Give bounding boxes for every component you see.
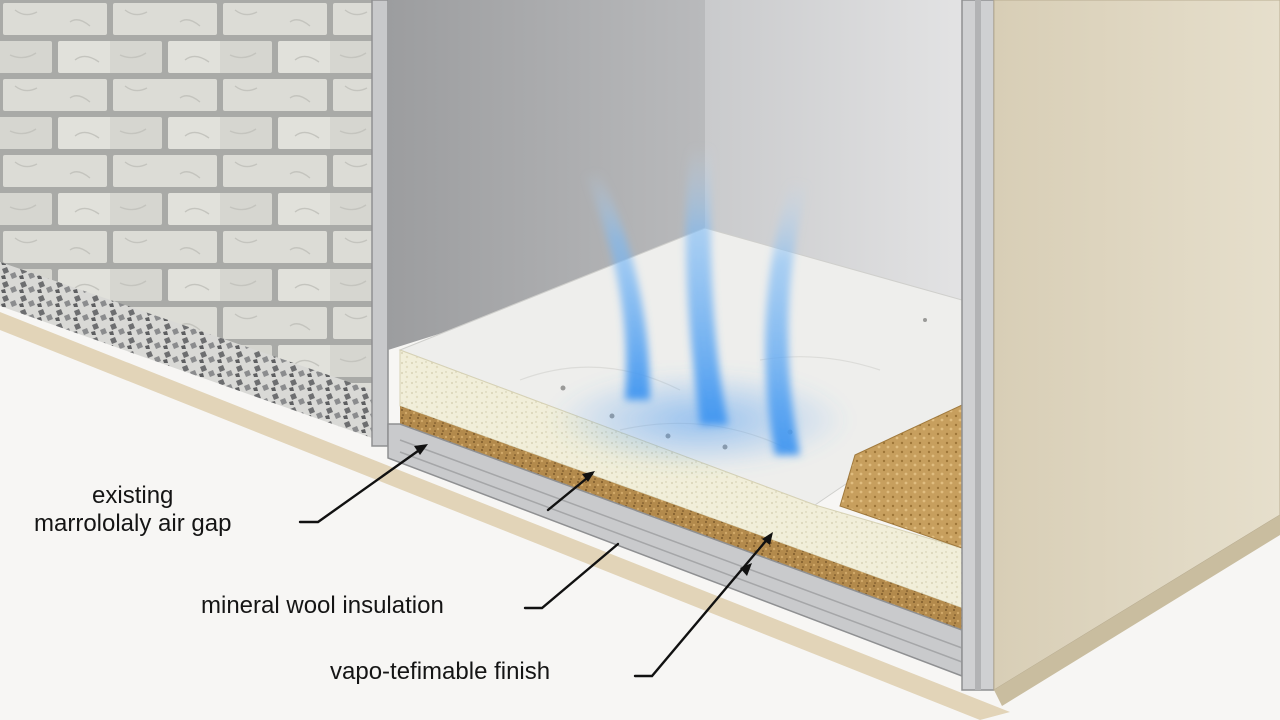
label-mineral-wool: mineral wool insulation xyxy=(201,592,444,619)
finish-board xyxy=(993,0,1280,691)
cavity-side-wall xyxy=(705,0,965,300)
arrowhead-finish-upper xyxy=(762,532,773,545)
gravel-band xyxy=(0,262,372,438)
arrowhead-air-gap xyxy=(414,444,428,455)
label-air-gap-line1: existing xyxy=(92,482,174,509)
air-wisp-3 xyxy=(765,180,808,455)
label-existing-air-gap: existing marrololaly air gap xyxy=(34,482,231,538)
ground-strip xyxy=(0,312,1010,720)
label-finish: vapo-tefimable finish xyxy=(330,658,551,685)
arrowhead-finish-lower xyxy=(740,563,752,576)
cork-layer xyxy=(400,406,962,630)
leader-mineral-wool xyxy=(546,472,594,512)
leader-lines xyxy=(298,444,772,678)
frame-post-left xyxy=(371,0,389,447)
air-wisp-1 xyxy=(585,170,650,400)
leader-mineral-wool-lower xyxy=(523,542,620,610)
label-air-gap-line2: marrololaly air gap xyxy=(34,510,232,537)
leader-arrowheads xyxy=(414,444,773,576)
air-wisp-2 xyxy=(685,145,728,425)
air-flow-wisps xyxy=(585,145,808,455)
leader-air-gap xyxy=(298,444,427,524)
leader-finish xyxy=(633,534,772,678)
arrowhead-mineral-wool xyxy=(582,471,595,482)
